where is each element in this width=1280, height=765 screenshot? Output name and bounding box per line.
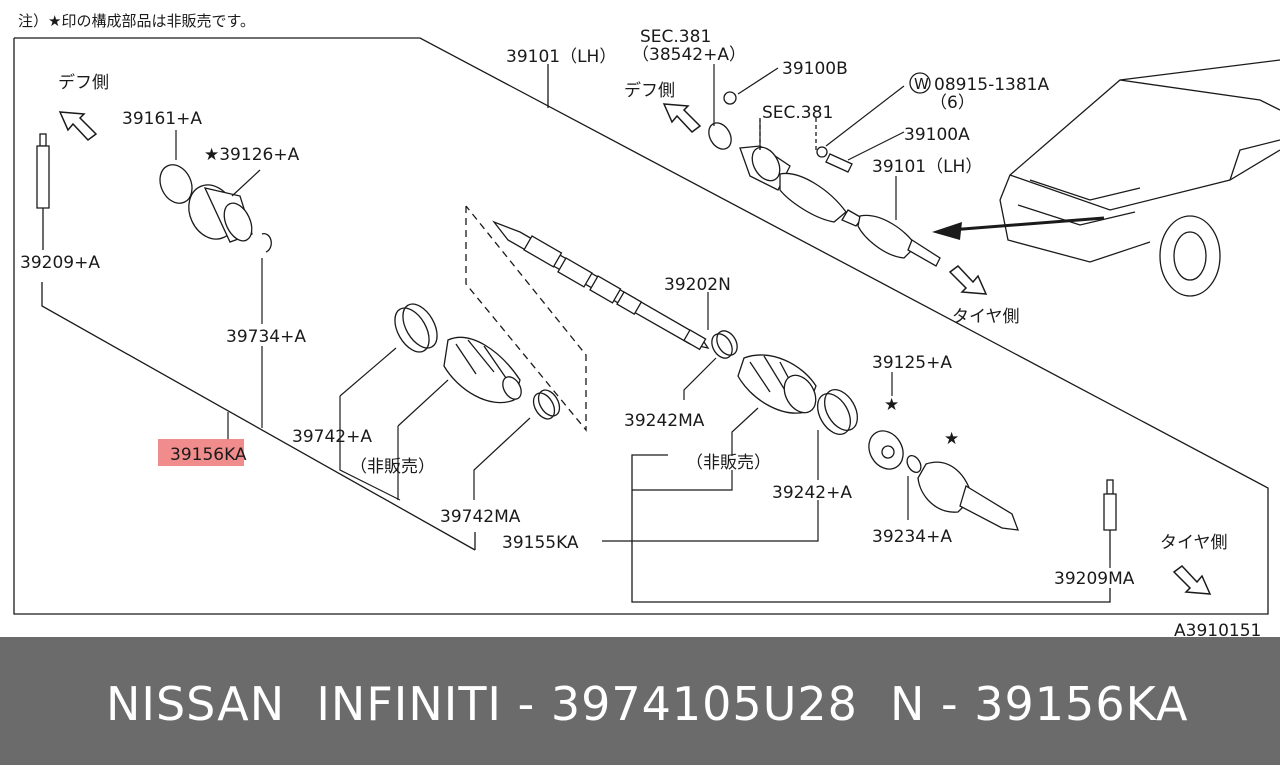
parts-diagram: 注）★印の構成部品は非販売です。 デフ側 デフ側 タイヤ側 タイヤ側 39161…: [13, 12, 1280, 640]
label-diff-side-right: デフ側: [624, 80, 675, 101]
label-39242A: 39242+A: [772, 483, 852, 503]
label-39209A: 39209+A: [20, 253, 100, 273]
star-icon-a: ★: [884, 395, 899, 415]
label-39242MA: 39242MA: [624, 411, 705, 431]
leader-boot-right: [731, 407, 759, 456]
label-sec381-a: SEC.381: [640, 27, 711, 47]
label-tire-side-upper: タイヤ側: [952, 307, 1020, 327]
label-not-sold-left: （非販売）: [350, 457, 435, 477]
label-39101-mid: 39101（LH）: [872, 157, 982, 177]
drive-shaft-39202N: [492, 220, 710, 351]
label-39742MA: 39742MA: [440, 507, 521, 527]
label-39209MA: 39209MA: [1054, 569, 1135, 589]
circlip-39234A: [906, 454, 922, 474]
label-39234A: 39234+A: [872, 527, 952, 547]
diagram-code: A3910151: [1174, 621, 1261, 640]
leader-08915: [825, 85, 905, 147]
special-tool-39209MA: [631, 454, 1117, 603]
label-39100B: 39100B: [782, 59, 848, 79]
label-39161A: 39161+A: [122, 109, 202, 129]
leader-39126A: [231, 169, 261, 197]
boot-left: [443, 336, 522, 404]
boot-band-39242A: [816, 393, 852, 435]
label-39101-top: 39101（LH）: [506, 47, 616, 67]
inner-joint-assembly: [739, 145, 863, 227]
location-arrow-icon: [932, 216, 1105, 240]
washer-08915: [816, 146, 828, 158]
w-badge-icon: [909, 72, 931, 94]
label-39100A: 39100A: [904, 125, 970, 145]
footer-brand-title: NISSAN INFINITI - 3974105U28: [106, 677, 858, 731]
label-39156KA: 39156KA: [170, 445, 247, 465]
leader-39742A: [339, 396, 401, 501]
highlight-39156KA: [158, 439, 244, 466]
label-39125A: 39125+A: [872, 353, 952, 373]
footer-part-code: N - 39156KA: [890, 677, 1189, 731]
label-qty6: （6）: [930, 93, 975, 113]
arrow-diff-side-icon-2: [662, 103, 702, 134]
diagram-frame: [13, 37, 1269, 615]
label-39126A: ★39126+A: [204, 145, 300, 165]
label-tire-side-lower: タイヤ側: [1160, 533, 1228, 553]
label-39742A: 39742+A: [292, 427, 372, 447]
arrow-tire-side-icon-2: [1172, 564, 1212, 595]
arrow-tire-side-icon: [948, 264, 988, 295]
star-icon-b: ★: [944, 429, 959, 449]
shaft-dashed-box: [465, 205, 587, 432]
dust-cover-39161A: [159, 164, 193, 204]
label-w-badge: W: [914, 75, 929, 93]
label-39202N: 39202N: [664, 275, 731, 295]
leader-39742MA: [473, 417, 531, 500]
leader-group-right: [632, 470, 733, 491]
special-tool-39209A: [36, 133, 50, 250]
leader-39242MA: [683, 357, 717, 400]
inner-race-39125A: [868, 430, 904, 470]
vehicle-outline: [999, 59, 1280, 297]
leader-39100A: [847, 131, 905, 161]
arrow-diff-side-icon: [58, 111, 98, 142]
bolt-39100A: [825, 153, 853, 173]
assembly-bracket-line: [41, 282, 476, 551]
label-diff-side-left: デフ側: [58, 72, 109, 93]
nut-39100B: [723, 91, 737, 105]
boot-right: [737, 354, 817, 414]
outer-joint: [917, 461, 1019, 531]
leader-39155KA: [602, 500, 819, 542]
housing-39126A: [188, 184, 253, 243]
outer-joint-assembly: [857, 214, 941, 267]
label-not-sold-mid: （非販売）: [686, 453, 771, 473]
label-39155KA: 39155KA: [502, 533, 579, 553]
note-text: 注）★印の構成部品は非販売です。: [18, 12, 255, 30]
label-38542A: （38542+A）: [632, 45, 746, 65]
label-sec381-b: SEC.381: [762, 103, 833, 123]
bearing-sec381: [708, 122, 732, 150]
footer-banner: NISSAN INFINITI - 3974105U28 N - 39156KA: [0, 637, 1280, 765]
leader-39100B: [737, 67, 779, 95]
label-08915: 08915-1381A: [934, 75, 1049, 95]
label-39734A: 39734+A: [226, 327, 306, 347]
snap-ring-39734A: [261, 232, 272, 253]
